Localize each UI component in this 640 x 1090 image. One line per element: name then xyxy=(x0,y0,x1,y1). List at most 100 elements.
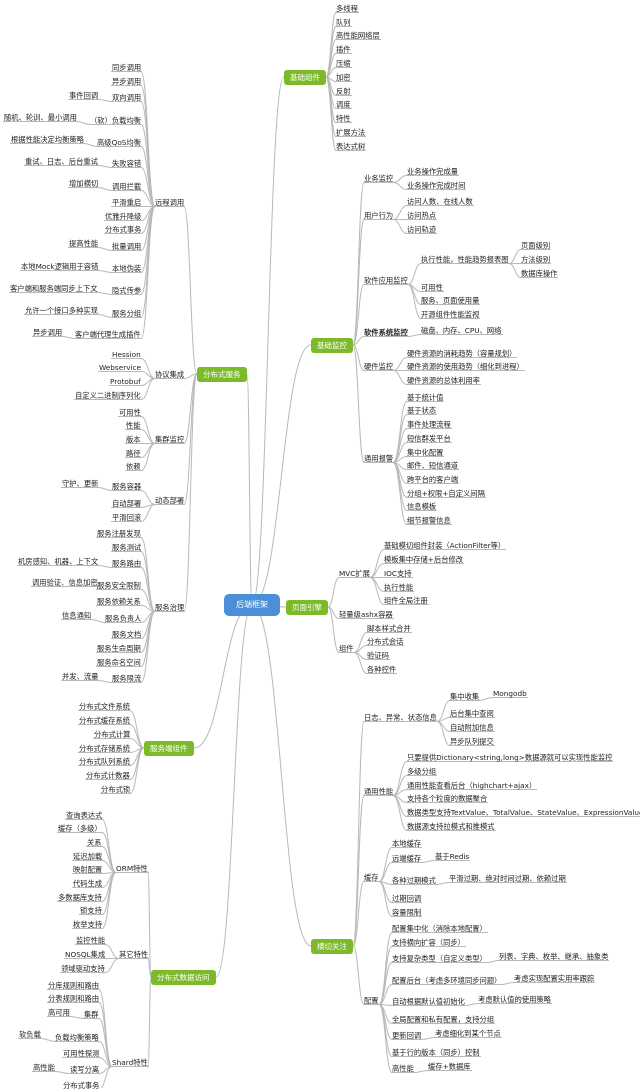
node-d3e: 依赖 xyxy=(126,461,141,471)
node-c4e: 自动根据默认值初始化 xyxy=(392,996,465,1006)
node-o3f: 读写分离 xyxy=(70,1064,100,1074)
connector-d1g1 xyxy=(97,187,113,191)
node-o1e: 映射配置 xyxy=(73,864,103,874)
node-d4a1: 守护、更新 xyxy=(62,478,99,488)
node-m5b: 硬件资源的使用趋势（细化到进程） xyxy=(407,361,524,371)
node-d4c: 平滑回滚 xyxy=(112,512,142,522)
node-d5c1: 机房感知、机器、上下文 xyxy=(18,556,99,566)
node-o1b: 缓存（多级） xyxy=(58,823,102,833)
node-m2a: 访问人数、在线人数 xyxy=(407,196,473,206)
node-a1: 多线程 xyxy=(336,3,358,13)
connector-p3d xyxy=(353,652,368,674)
node-m6i: 信息模板 xyxy=(407,501,437,511)
node-o3a: 分库规则和路由 xyxy=(48,980,100,990)
node-o1g: 多数据库支持 xyxy=(58,892,102,902)
connector-d1f1 xyxy=(97,165,113,168)
node-m3a3: 数据库操作 xyxy=(521,268,558,278)
connector-o1i xyxy=(101,872,117,929)
connector-m3 xyxy=(352,284,365,346)
connector-d5j xyxy=(140,611,156,683)
node-d1f: 失败容错 xyxy=(112,158,142,168)
connector-o3 xyxy=(147,976,152,1067)
node-c3e: 容量限制 xyxy=(392,907,422,917)
node-d4: 动态部署 xyxy=(155,495,185,505)
node-m2b: 访问热点 xyxy=(407,210,437,220)
node-p3b: 分布式会话 xyxy=(367,636,404,646)
node-d5f1: 信息通知 xyxy=(62,610,92,620)
node-d1m1: 客户端和服务端同步上下文 xyxy=(10,283,98,293)
connector-m5c xyxy=(392,370,408,385)
node-m3a: 执行性能，性能趋势报表图 xyxy=(421,254,509,264)
node-o3d1: 软负载 xyxy=(19,1029,41,1039)
node-o2: 其它特性 xyxy=(119,949,149,959)
node-o3d: 负载均衡策略 xyxy=(55,1032,99,1042)
root-node: 后端框架 xyxy=(224,594,280,616)
node-c1a1: Mongodb xyxy=(493,688,527,698)
node-m1: 业务监控 xyxy=(364,173,394,183)
node-o1f: 代码生成 xyxy=(73,878,103,888)
connector-c4 xyxy=(352,945,365,1005)
node-c2b: 多级分组 xyxy=(407,766,437,776)
branch-B1: 基础组件 xyxy=(284,69,326,85)
node-c4g1: 考虑细化到某个节点 xyxy=(435,1028,501,1038)
node-d5e: 服务依赖关系 xyxy=(97,596,141,606)
connector-m2c xyxy=(392,219,408,234)
connector-d5 xyxy=(183,373,198,612)
node-o3: Shard特性 xyxy=(112,1057,148,1067)
node-c4i: 高性能 xyxy=(392,1063,414,1073)
branch-L2: 服务端组件 xyxy=(144,740,194,756)
node-c4c: 支持复杂类型（自定义类型） xyxy=(392,953,487,963)
node-o1a: 查询表达式 xyxy=(66,810,103,820)
node-d1f1: 重试、日志、后台重试 xyxy=(25,156,98,166)
node-c3a: 本地缓存 xyxy=(392,838,422,848)
node-d1l1: 本地Mock逻辑用于容错 xyxy=(21,261,99,271)
connector-p1 xyxy=(327,577,340,608)
connector-d1o xyxy=(140,206,156,339)
node-a7: 反射 xyxy=(336,86,351,96)
node-m6a: 基于统计值 xyxy=(407,392,444,402)
node-d2d: 自定义二进制序列化 xyxy=(75,390,141,400)
connector-d1l1 xyxy=(97,270,113,273)
connector-d1o1 xyxy=(61,336,76,339)
node-c2d: 支持各个粒度的数据聚合 xyxy=(407,793,488,803)
node-m6f: 邮件、短信通道 xyxy=(407,460,459,470)
connector-c4c1 xyxy=(486,960,500,963)
connector-c3e xyxy=(378,881,393,917)
node-p1a: 基础模切组件封装（ActionFilter等） xyxy=(384,540,506,550)
node-d4b: 自动部署 xyxy=(112,498,142,508)
node-o1c: 关系 xyxy=(87,837,102,847)
node-c1c: 自动附加信息 xyxy=(450,722,494,732)
connector-a11 xyxy=(325,76,337,151)
node-a4: 插件 xyxy=(336,44,351,54)
node-m6: 通用报警 xyxy=(364,453,394,463)
node-d3b: 性能 xyxy=(126,420,141,430)
node-a8: 调度 xyxy=(336,99,351,109)
connector-c4d1 xyxy=(500,982,515,985)
node-s1: 分布式文件系统 xyxy=(79,701,131,711)
connector-o2c xyxy=(104,958,120,973)
node-c4e1: 考虑默认值的使用策略 xyxy=(478,994,551,1004)
node-s7: 分布式锁 xyxy=(101,784,131,794)
connector-d1n1 xyxy=(97,314,113,318)
node-d5b: 服务测试 xyxy=(112,542,142,552)
connector-c3 xyxy=(352,881,365,947)
connector-L3 xyxy=(215,604,253,978)
node-d1o1: 异步调用 xyxy=(33,327,63,337)
node-d1o: 客户端代理生成插件 xyxy=(75,329,141,339)
connector-c2f xyxy=(392,795,408,831)
node-o1d: 延迟加载 xyxy=(73,851,103,861)
node-d1j: 分布式事务 xyxy=(105,224,142,234)
connector-s7 xyxy=(129,747,145,794)
node-m3b: 可用性 xyxy=(421,282,443,292)
branch-B3: 页面引擎 xyxy=(286,599,328,615)
connector-B2 xyxy=(251,344,312,606)
connector-m4 xyxy=(352,336,365,346)
connector-m2 xyxy=(352,219,365,346)
node-c3c1: 平滑过期、绝对时间过期、依赖过期 xyxy=(449,873,566,883)
connector-d2 xyxy=(183,373,198,379)
connector-m1b xyxy=(392,182,408,190)
node-d5c: 服务路由 xyxy=(112,558,142,568)
connector-d4c xyxy=(140,504,156,522)
connector-d1e1 xyxy=(83,143,98,147)
connector-d1d1 xyxy=(76,121,91,125)
